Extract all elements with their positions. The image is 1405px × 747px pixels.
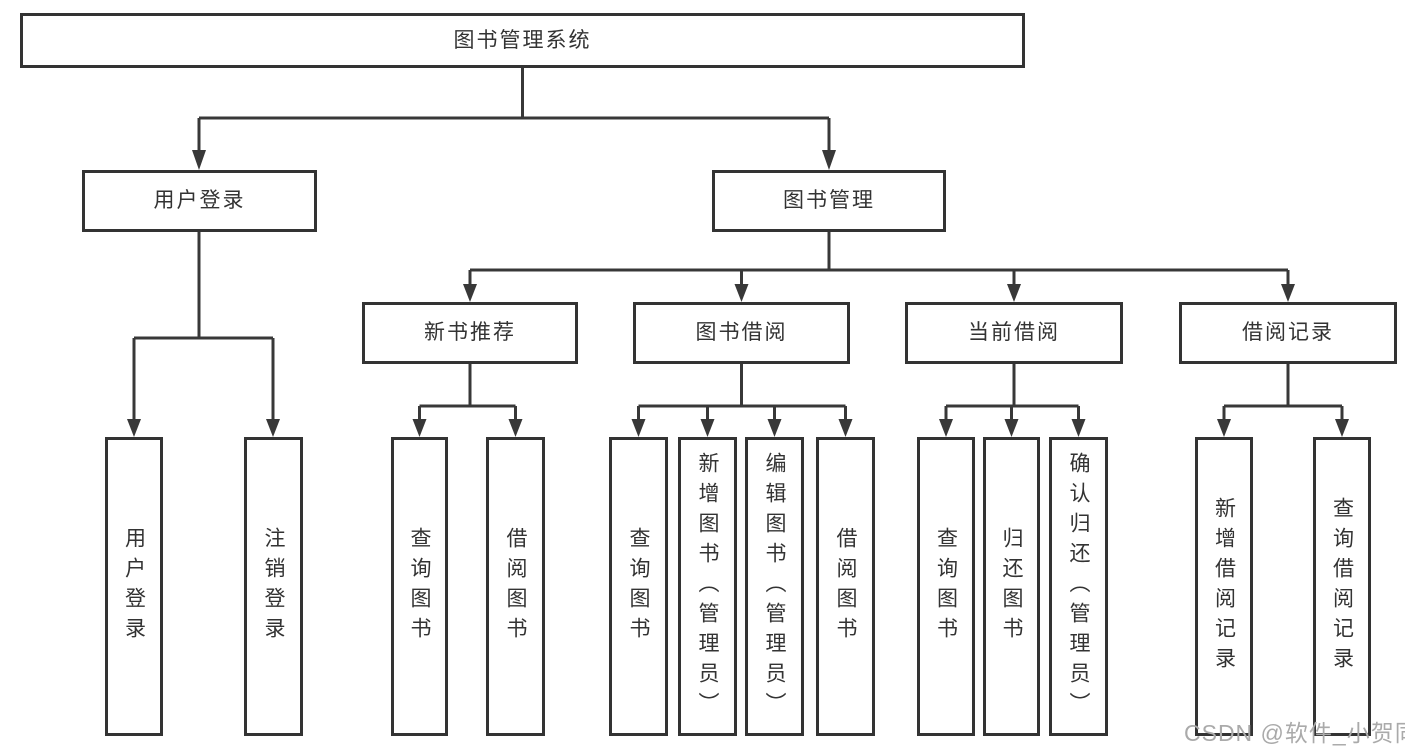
leaf-logout-label: 注销登录 — [262, 526, 285, 647]
node-root-label: 图书管理系统 — [453, 28, 592, 52]
leaf-user-login: 用户登录 — [105, 437, 163, 736]
connector-current-borrow-children — [939, 364, 1086, 437]
leaf-confirm-return-admin-label: 确认归还（管理员） — [1067, 451, 1090, 722]
leaf-borrow-book-recommend-label: 借阅图书 — [504, 526, 527, 647]
node-book-borrow-label: 图书借阅 — [695, 321, 788, 345]
leaf-add-book-admin: 新增图书（管理员） — [678, 437, 737, 736]
leaf-add-borrow-record-label: 新增借阅记录 — [1212, 496, 1236, 677]
node-book-management: 图书管理 — [712, 170, 946, 232]
node-new-book-recommend: 新书推荐 — [362, 302, 578, 364]
leaf-return-book: 归还图书 — [983, 437, 1040, 736]
leaf-query-book-recommend-label: 查询图书 — [408, 526, 431, 647]
leaf-return-book-label: 归还图书 — [1000, 526, 1023, 647]
node-current-borrow-label: 当前借阅 — [968, 321, 1060, 345]
leaf-edit-book-admin-label: 编辑图书（管理员） — [763, 451, 786, 722]
leaf-query-borrow-record: 查询借阅记录 — [1313, 437, 1371, 736]
connector-new-book-children — [412, 364, 523, 437]
node-book-borrow: 图书借阅 — [633, 302, 850, 364]
leaf-borrow-book-borrow-label: 借阅图书 — [834, 526, 857, 647]
leaf-borrow-book-recommend: 借阅图书 — [486, 437, 545, 736]
connector-book-borrow-children — [631, 364, 853, 437]
leaf-add-book-admin-label: 新增图书（管理员） — [696, 451, 719, 722]
leaf-borrow-book-borrow: 借阅图书 — [816, 437, 875, 736]
leaf-user-login-label: 用户登录 — [122, 526, 146, 647]
leaf-logout: 注销登录 — [244, 437, 303, 736]
leaf-query-book-recommend: 查询图书 — [391, 437, 448, 736]
leaf-edit-book-admin: 编辑图书（管理员） — [745, 437, 804, 736]
node-borrow-records: 借阅记录 — [1179, 302, 1397, 364]
node-new-book-recommend-label: 新书推荐 — [424, 321, 516, 345]
connector-borrow-records-children — [1217, 364, 1349, 437]
node-book-management-label: 图书管理 — [783, 189, 875, 213]
leaf-query-borrow-record-label: 查询借阅记录 — [1330, 496, 1354, 677]
connector-book-mgmt-to-level3 — [463, 232, 1295, 302]
leaf-query-book-current: 查询图书 — [917, 437, 975, 736]
node-root: 图书管理系统 — [20, 13, 1025, 68]
node-user-login: 用户登录 — [82, 170, 317, 232]
leaf-confirm-return-admin: 确认归还（管理员） — [1049, 437, 1108, 736]
connector-root-to-level2 — [192, 66, 836, 170]
node-borrow-records-label: 借阅记录 — [1242, 321, 1334, 345]
leaf-query-book-borrow-label: 查询图书 — [627, 526, 650, 647]
leaf-query-book-current-label: 查询图书 — [934, 526, 958, 647]
node-user-login-label: 用户登录 — [153, 189, 246, 213]
leaf-add-borrow-record: 新增借阅记录 — [1195, 437, 1253, 736]
leaf-query-book-borrow: 查询图书 — [609, 437, 668, 736]
csdn-watermark: CSDN @软件_小贺同学 — [1184, 720, 1405, 746]
connector-user-login-children — [127, 232, 280, 437]
node-current-borrow: 当前借阅 — [905, 302, 1123, 364]
